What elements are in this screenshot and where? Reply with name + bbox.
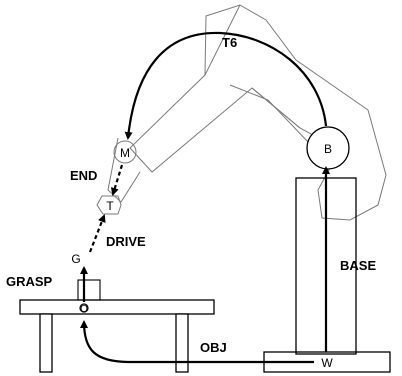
table-top bbox=[19, 299, 215, 315]
label-grasp: GRASP bbox=[6, 274, 53, 289]
label-base: BASE bbox=[340, 258, 376, 273]
node-m: M bbox=[120, 146, 130, 160]
t6-arrow bbox=[124, 31, 328, 140]
label-drive: DRIVE bbox=[106, 234, 146, 249]
transform-arrows bbox=[80, 31, 330, 364]
node-o: O bbox=[80, 304, 88, 315]
upper-arm-shape bbox=[129, 4, 387, 221]
node-o-marker bbox=[79, 303, 89, 313]
frame-nodes: M B T G O W bbox=[71, 142, 333, 370]
label-obj: OBJ bbox=[200, 340, 227, 355]
table-leg-right bbox=[175, 313, 189, 373]
transform-labels: T6 END DRIVE GRASP BASE OBJ bbox=[6, 35, 376, 355]
arm-edge-line bbox=[204, 4, 241, 76]
node-b: B bbox=[324, 142, 332, 156]
obj-arrow bbox=[80, 320, 314, 364]
node-w: W bbox=[321, 356, 333, 370]
m-joint-ring bbox=[113, 140, 137, 164]
node-g: G bbox=[71, 252, 80, 266]
node-t: T bbox=[106, 199, 114, 213]
end-arrow bbox=[110, 164, 124, 196]
work-table bbox=[19, 299, 215, 373]
label-end: END bbox=[70, 168, 97, 183]
robot-arm-outline bbox=[96, 4, 387, 221]
label-t6: T6 bbox=[222, 35, 237, 50]
drive-arrow bbox=[88, 214, 106, 253]
table-leg-left bbox=[39, 313, 53, 373]
gripper-shape bbox=[96, 195, 122, 215]
object-block bbox=[77, 279, 101, 301]
